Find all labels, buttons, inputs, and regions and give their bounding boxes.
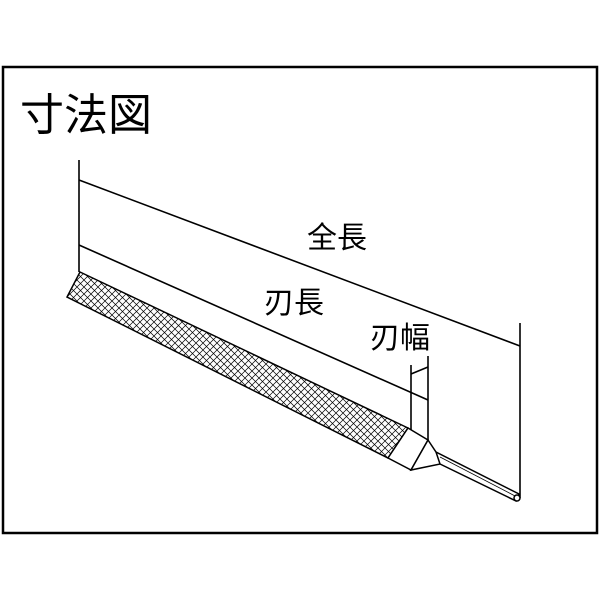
blade-width-label: 刃幅 bbox=[370, 321, 430, 356]
diagram-frame bbox=[1, 65, 599, 535]
overall-length-label: 全長 bbox=[307, 221, 367, 256]
diagram-title: 寸法図 bbox=[20, 90, 152, 141]
blade-length-line bbox=[78, 244, 429, 401]
dimension-lines bbox=[78, 160, 521, 498]
blade-length-label: 刃長 bbox=[264, 286, 324, 321]
file-blade-hatched bbox=[65, 271, 410, 459]
blade-width-tick bbox=[410, 366, 429, 375]
overall-length-line bbox=[78, 179, 521, 347]
file-tool bbox=[65, 271, 521, 503]
file-tang bbox=[409, 438, 520, 503]
